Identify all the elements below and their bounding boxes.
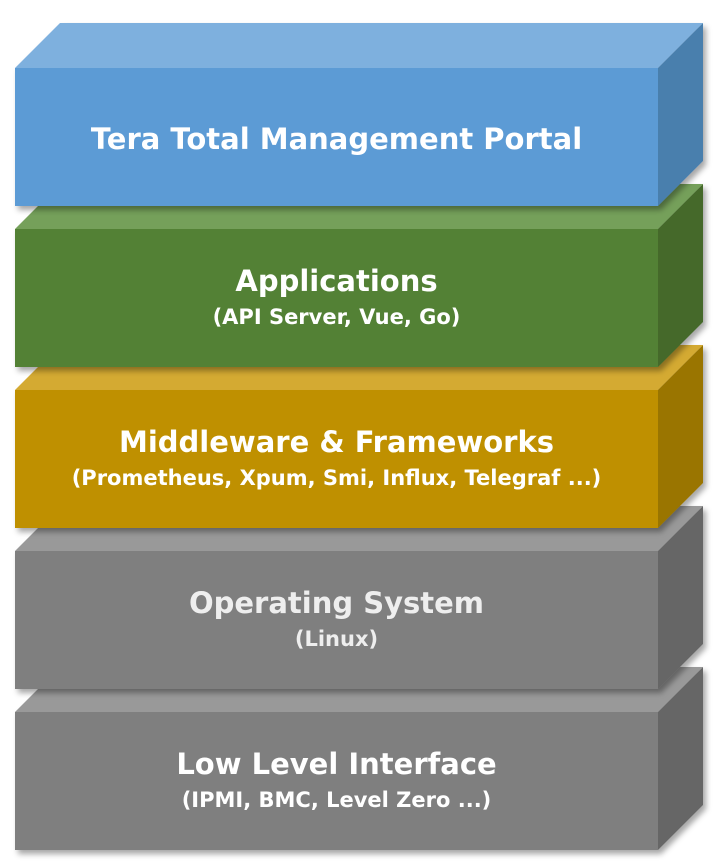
layer-low-level-interface: Low Level Interface (IPMI, BMC, Level Zer…: [15, 667, 703, 850]
layer-top-face: [15, 23, 703, 68]
layer-front-face: [15, 229, 658, 367]
layer-middleware: Middleware & Frameworks (Prometheus, Xpum…: [15, 345, 703, 528]
layer-front-face: [15, 68, 658, 206]
layer-subtitle: (Prometheus, Xpum, Smi, Influx, Telegraf…: [72, 466, 602, 490]
layer-applications: Applications (API Server, Vue, Go): [15, 184, 703, 367]
layer-front-face: [15, 390, 658, 528]
layer-front-face: [15, 712, 658, 850]
layer-title: Operating System: [189, 586, 484, 620]
layer-side-face: [658, 667, 703, 850]
layer-subtitle: (API Server, Vue, Go): [213, 305, 461, 329]
layer-side-face: [658, 506, 703, 689]
layer-title: Low Level Interface: [176, 747, 496, 781]
layer-title: Applications: [235, 264, 437, 298]
layer-title: Tera Total Management Portal: [91, 122, 582, 156]
layer-title: Middleware & Frameworks: [119, 425, 554, 459]
layer-portal: Tera Total Management Portal: [15, 23, 703, 206]
layer-front-face: [15, 551, 658, 689]
layer-side-face: [658, 23, 703, 206]
layer-operating-system: Operating System (Linux): [15, 506, 703, 689]
layer-subtitle: (IPMI, BMC, Level Zero ...): [182, 788, 492, 812]
layer-side-face: [658, 184, 703, 367]
layer-side-face: [658, 345, 703, 528]
layer-subtitle: (Linux): [295, 627, 378, 651]
